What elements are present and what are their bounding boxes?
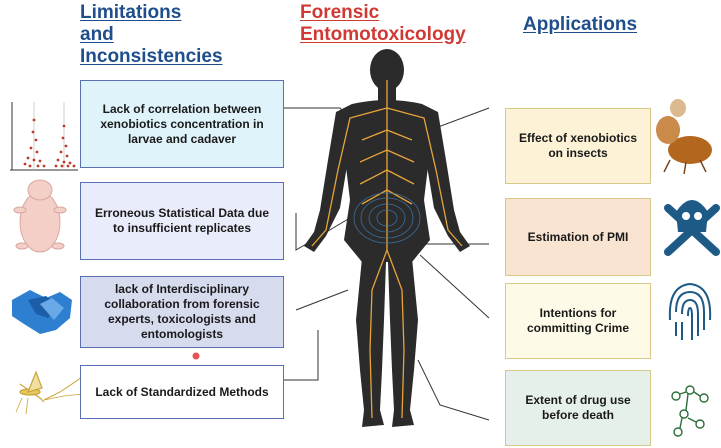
heading-limitations: Limitations and Inconsistencies (80, 2, 223, 67)
nerve-leg-right (386, 249, 405, 419)
nerve-arm-left (311, 107, 388, 247)
connector-lim-4 (284, 330, 319, 381)
scatter-plot-icon (10, 102, 78, 171)
marker-dot-left (192, 352, 200, 360)
connector-lim-2 (295, 211, 361, 251)
leg-left (356, 258, 386, 427)
skull-crossbones-icon (664, 200, 720, 256)
nerve-rib-3 (359, 169, 415, 185)
nerve-leg-left (369, 249, 388, 419)
nerve-rib-4 (361, 189, 413, 205)
heading-forensic-entomotoxicology: Forensic Entomotoxicology (300, 2, 466, 45)
arm-right (418, 104, 470, 252)
connector-lim-3 (295, 289, 349, 311)
nerve-arm-right (386, 107, 463, 247)
limitation-box-4: Lack of Standardized Methods (80, 365, 284, 419)
leg-right (388, 258, 418, 427)
pig-icon (13, 179, 67, 253)
application-box-3: Intentions for committing Crime (505, 283, 651, 359)
application-box-1: Effect of xenobiotics on insects (505, 108, 651, 184)
nerve-rib-1 (361, 129, 413, 141)
handshake-icon (12, 290, 72, 334)
limitation-box-3: lack of Interdisciplinary collaboration … (80, 276, 284, 348)
pelvic-ripples (353, 192, 421, 244)
fingerprint-icon (668, 282, 712, 340)
connector-lines (284, 107, 490, 421)
heading-applications: Applications (523, 14, 638, 35)
nervous-system (311, 80, 463, 419)
nerve-rib-2 (359, 149, 415, 163)
mayfly-icon (15, 370, 83, 415)
arm-left (304, 104, 356, 252)
head (370, 49, 404, 91)
application-box-4: Extent of drug use before death (505, 370, 651, 446)
connector-app-3 (419, 254, 490, 319)
limitation-box-2: Erroneous Statistical Data due to insuff… (80, 182, 284, 260)
beetle-icon (656, 99, 712, 175)
connector-app-4 (417, 359, 490, 421)
application-box-2: Estimation of PMI (505, 198, 651, 276)
limitation-box-1: Lack of correlation between xenobiotics … (80, 80, 284, 168)
molecule-icon (671, 385, 709, 437)
